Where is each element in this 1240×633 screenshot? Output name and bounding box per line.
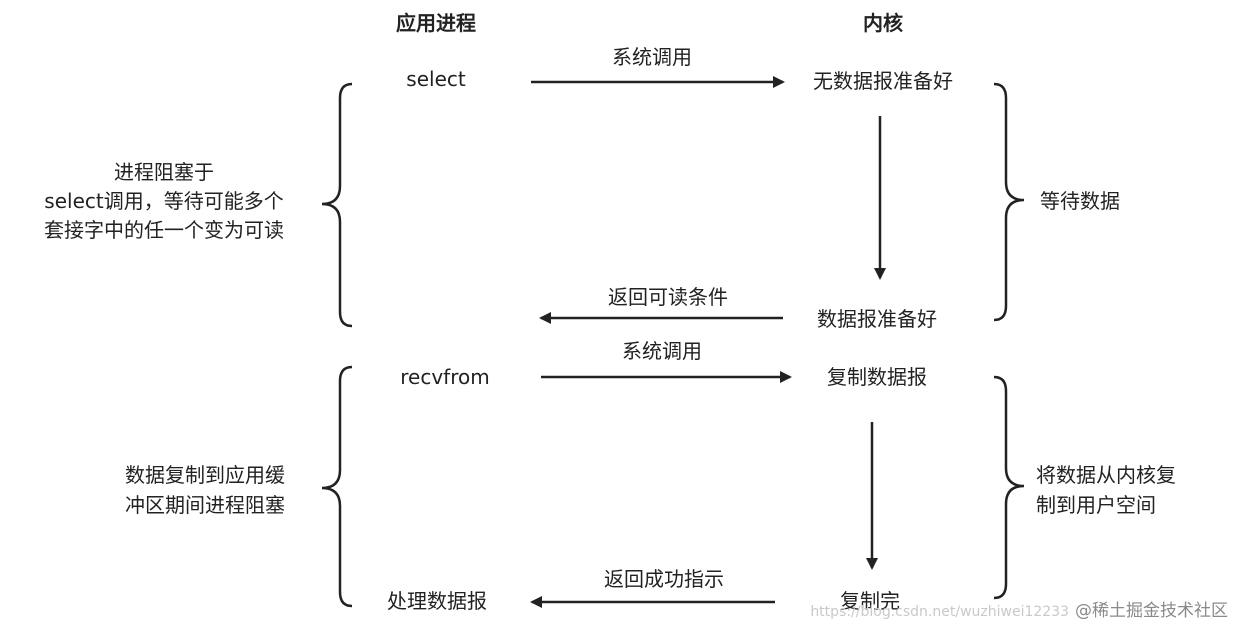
watermark-url: https://blog.csdn.net/wuzhiwei12233 — [810, 604, 1069, 620]
watermark: https://blog.csdn.net/wuzhiwei12233 @稀土掘金… — [810, 596, 1228, 621]
recvfrom-syscall-label: 系统调用 — [622, 339, 702, 363]
wait-data-note: 等待数据 — [1040, 189, 1120, 213]
select-call: select — [406, 67, 466, 91]
app-process-header: 应用进程 — [396, 11, 476, 35]
select-block-note: 进程阻塞于 select调用，等待可能多个 套接字中的任一个变为可读 — [14, 158, 314, 245]
no-datagram-ready: 无数据报准备好 — [813, 69, 953, 93]
watermark-text: @稀土掘金技术社区 — [1075, 601, 1228, 621]
copy-block-note: 数据复制到应用缓 冲区期间进程阻塞 — [95, 460, 315, 520]
copy-block-note-line-2: 冲区期间进程阻塞 — [125, 493, 285, 517]
select-block-note-line-3: 套接字中的任一个变为可读 — [44, 218, 284, 242]
datagram-ready: 数据报准备好 — [817, 307, 937, 331]
copy-to-user-note-line-1: 将数据从内核复 — [1036, 463, 1176, 487]
kernel-copy-brace — [993, 375, 1025, 600]
app-block-brace-2 — [321, 365, 353, 608]
recvfrom-call: recvfrom — [400, 365, 490, 389]
readable-return-label: 返回可读条件 — [608, 285, 728, 309]
copy-to-user-note: 将数据从内核复 制到用户空间 — [1036, 460, 1176, 520]
select-block-note-line-2: select调用，等待可能多个 — [44, 189, 284, 213]
success-return-label: 返回成功指示 — [604, 567, 724, 591]
copy-block-note-line-1: 数据复制到应用缓 — [125, 463, 285, 487]
copy-complete: 复制完 — [840, 589, 900, 613]
app-block-brace-1 — [321, 82, 353, 328]
kernel-header: 内核 — [863, 11, 903, 35]
copy-datagram: 复制数据报 — [827, 365, 927, 389]
copy-to-user-note-line-2: 制到用户空间 — [1036, 493, 1156, 517]
select-syscall-label: 系统调用 — [612, 45, 692, 69]
kernel-wait-brace — [993, 82, 1025, 322]
process-datagram: 处理数据报 — [387, 589, 487, 613]
select-block-note-line-1: 进程阻塞于 — [114, 160, 214, 184]
